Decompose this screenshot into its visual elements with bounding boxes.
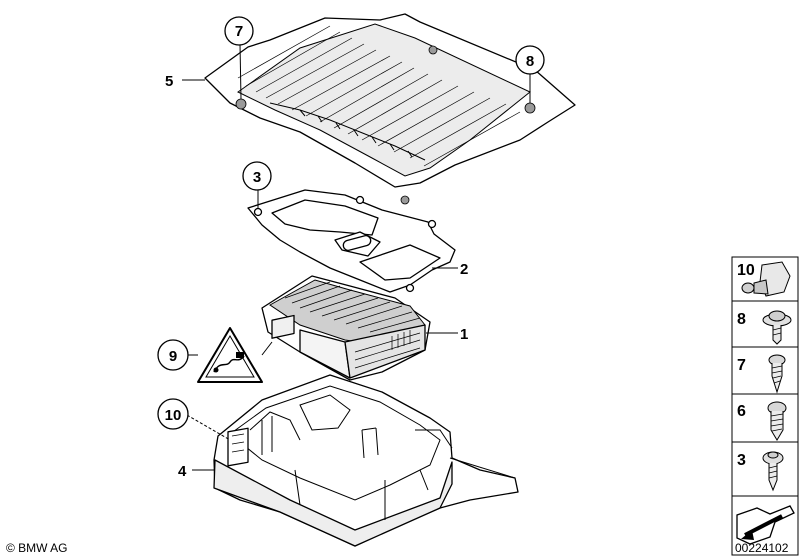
screw-icon: [767, 401, 787, 441]
leader-lines: [182, 43, 531, 471]
svg-text:1: 1: [460, 326, 468, 343]
clip-nut-icon: [741, 261, 791, 297]
hardware-legend: 10 8 7: [731, 256, 799, 556]
svg-text:4: 4: [178, 463, 187, 480]
legend-item-8[interactable]: 8: [737, 310, 792, 345]
legend-item-7[interactable]: 7: [737, 354, 786, 394]
control-unit[interactable]: [261, 275, 431, 381]
warning-label[interactable]: [197, 327, 263, 383]
diagram-number: 00224102: [735, 541, 789, 555]
callout-8: 8: [515, 45, 545, 75]
panel-hole-bottom: [400, 195, 410, 205]
svg-text:8: 8: [737, 311, 746, 328]
tapping-screw-icon: [768, 354, 786, 394]
legend-item-6[interactable]: 6: [737, 401, 787, 441]
panel-hole-left: [235, 98, 247, 110]
svg-text:7: 7: [235, 23, 243, 40]
cover-panel-ribs: [237, 25, 521, 167]
direction-arrow-icon: [736, 505, 795, 545]
washer-screw-icon: [762, 451, 784, 492]
panel-hole-top: [428, 45, 438, 55]
svg-text:7: 7: [737, 357, 746, 374]
bracket-frame[interactable]: [247, 189, 456, 293]
callout-3: 3: [242, 161, 272, 191]
svg-text:9: 9: [169, 348, 177, 365]
control-unit-vent-pattern: [284, 281, 421, 333]
callout-9: 9: [157, 339, 189, 371]
legend-item-10[interactable]: 10: [737, 261, 791, 297]
tray-housing[interactable]: [213, 374, 519, 547]
copyright-text: © BMW AG: [6, 541, 68, 555]
callout-7: 7: [224, 16, 254, 46]
plug-warning-icon: [213, 352, 245, 373]
callout-5: 5: [165, 73, 173, 90]
svg-text:5: 5: [165, 73, 173, 90]
svg-text:6: 6: [737, 403, 746, 420]
callout-4: 4: [178, 463, 187, 480]
callout-2: 2: [460, 261, 468, 278]
callout-1: 1: [460, 326, 468, 343]
svg-text:2: 2: [460, 261, 468, 278]
svg-text:10: 10: [737, 262, 755, 279]
svg-text:3: 3: [253, 169, 261, 186]
panel-hole-right: [524, 102, 536, 114]
svg-text:10: 10: [165, 407, 182, 424]
svg-text:3: 3: [737, 452, 746, 469]
callout-10: 10: [157, 398, 189, 430]
legend-item-3[interactable]: 3: [737, 451, 784, 492]
cover-panel[interactable]: [204, 13, 576, 205]
svg-text:8: 8: [526, 53, 534, 70]
collar-screw-icon: [762, 310, 792, 345]
